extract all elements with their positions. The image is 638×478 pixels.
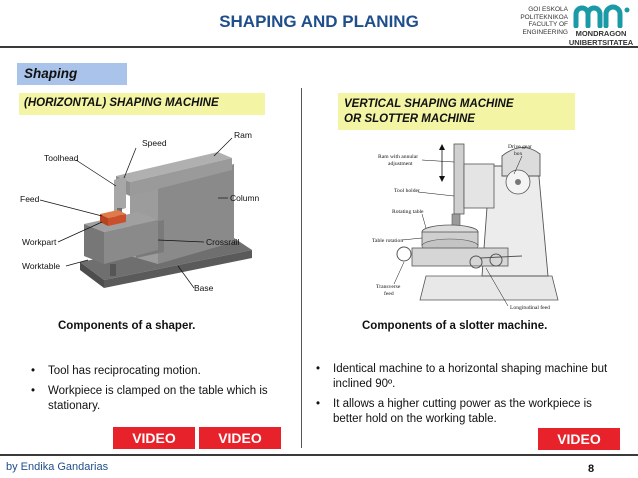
list-item: Identical machine to a horizontal shapin… [316,362,621,392]
label-toolhead: Toolhead [44,153,79,163]
label-table-rotation: Table rotation [372,238,403,244]
video-button-2[interactable]: VIDEO [199,427,281,449]
label-longitudinal-feed: Longitudinal feed [510,304,550,311]
slide-title: SHAPING AND PLANING [219,12,419,31]
page-number: 8 [588,463,595,475]
label-drive-gear-2: box [514,151,523,157]
label-base: Base [194,283,214,293]
label-drive-gear-1: Drive gear [508,144,532,150]
author-credit: by Endika Gandarias [6,461,109,473]
label-ram-adjustment-1: Ram with annular [378,154,418,160]
section-label: Shaping [17,63,127,85]
list-item: It allows a higher cutting power as the … [316,397,621,427]
list-item: Tool has reciprocating motion. [31,364,271,379]
shaper-diagram: Speed Ram Toolhead Feed Column Workpart … [20,130,260,293]
label-feed: Feed [20,194,40,204]
left-bullet-list: Tool has reciprocating motion. Workpiece… [31,364,271,419]
label-column: Column [230,193,260,203]
label-rotating-table: Rotating table [392,209,424,215]
logo-faculty-text: GOI ESKOLA POLITEKNIKOA FACULTY OF ENGIN… [520,6,568,36]
footer-divider [0,454,638,456]
label-worktable: Worktable [22,261,60,271]
right-column-header: VERTICAL SHAPING MACHINE OR SLOTTER MACH… [338,93,575,130]
column-divider [301,88,302,448]
video-button-1[interactable]: VIDEO [113,427,195,449]
right-figure-caption: Components of a slotter machine. [362,320,548,332]
header-divider [0,46,638,48]
slotter-diagram: Drive gear box Ram with annular adjustme… [372,143,559,311]
left-column-header: (HORIZONTAL) SHAPING MACHINE [19,93,265,115]
label-tool-holder: Tool holder [394,188,420,194]
right-bullet-list: Identical machine to a horizontal shapin… [316,362,621,432]
left-figure-caption: Components of a shaper. [58,320,196,332]
label-workpart: Workpart [22,237,57,247]
video-button-3[interactable]: VIDEO [538,428,620,450]
label-transverse-feed-2: feed [384,290,394,297]
mondragon-logo-icon [573,4,630,28]
label-ram: Ram [234,130,252,140]
logo-university-name: MONDRAGON UNIBERTSITATEA [568,29,634,47]
label-crossrail: Crossrail [206,237,240,247]
list-item: Workpiece is clamped on the table which … [31,384,271,414]
university-logo: GOI ESKOLA POLITEKNIKOA FACULTY OF ENGIN… [500,4,634,48]
label-transverse-feed-1: Transverse [376,284,401,290]
label-speed: Speed [142,138,167,148]
label-ram-adjustment-2: adjustment [388,161,413,167]
